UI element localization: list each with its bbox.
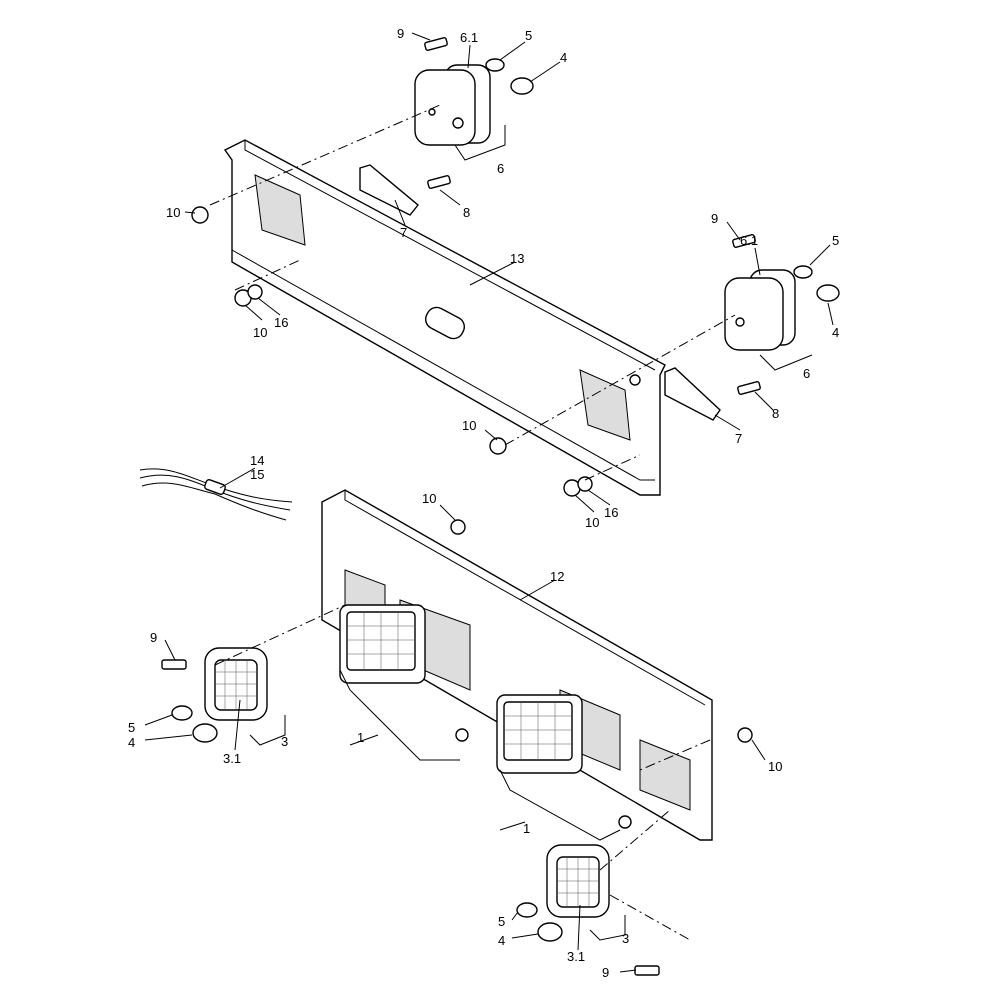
callout-12: 12 <box>550 569 564 584</box>
callout-5: 5 <box>525 28 532 43</box>
callout-5: 5 <box>498 914 505 929</box>
wiring-harness-14-15 <box>139 468 293 521</box>
callout-8: 8 <box>772 406 779 421</box>
callout-6: 6 <box>497 161 504 176</box>
callout-9: 9 <box>602 965 609 980</box>
callout-9: 9 <box>711 211 718 226</box>
callout-1: 1 <box>523 821 530 836</box>
work-lamp-1-right <box>496 694 583 774</box>
callout-3: 3 <box>281 734 288 749</box>
callout-8: 8 <box>463 205 470 220</box>
leader-lines <box>144 32 834 973</box>
callout-6: 6 <box>803 366 810 381</box>
work-lamp-1-left <box>339 604 426 684</box>
callout-9: 9 <box>397 26 404 41</box>
rear-lamp-3-lower-left <box>161 647 268 743</box>
callout-labels: 9 6.1 5 4 6 8 7 10 10 16 13 9 6.1 5 4 6 … <box>128 26 839 980</box>
callout-5: 5 <box>128 720 135 735</box>
callout-10: 10 <box>768 759 782 774</box>
callout-16: 16 <box>274 315 288 330</box>
callout-1: 1 <box>357 730 364 745</box>
callout-3-1: 3.1 <box>223 751 241 766</box>
callout-10: 10 <box>166 205 180 220</box>
callout-9: 9 <box>150 630 157 645</box>
gasket-7-right <box>664 367 721 421</box>
callout-16: 16 <box>604 505 618 520</box>
callout-3-1: 3.1 <box>567 949 585 964</box>
callout-10: 10 <box>422 491 436 506</box>
screw-8-right <box>737 381 761 395</box>
callout-4: 4 <box>128 735 135 750</box>
callout-10: 10 <box>253 325 267 340</box>
callout-7: 7 <box>400 225 407 240</box>
callout-4: 4 <box>560 50 567 65</box>
gasket-7-upper <box>359 164 419 216</box>
nut-10 <box>489 437 507 455</box>
callout-6-1: 6.1 <box>740 233 758 248</box>
callout-7: 7 <box>735 431 742 446</box>
callout-5: 5 <box>832 233 839 248</box>
screw-8-upper <box>427 175 451 189</box>
callout-15: 15 <box>250 467 264 482</box>
rear-lamp-6-upper-left <box>414 37 534 146</box>
upper-bracket-13 <box>223 139 666 496</box>
callout-14: 14 <box>250 453 264 468</box>
callout-4: 4 <box>832 325 839 340</box>
callout-10: 10 <box>462 418 476 433</box>
rear-lamp-3-lower-right <box>516 844 660 976</box>
rear-lamp-6-right <box>724 234 840 351</box>
washer-16 <box>247 284 263 300</box>
washer-16 <box>577 476 593 492</box>
assembly-lines <box>209 104 736 941</box>
callout-4: 4 <box>498 933 505 948</box>
callout-13: 13 <box>510 251 524 266</box>
nut-10 <box>191 206 209 224</box>
callout-6-1: 6.1 <box>460 30 478 45</box>
callout-10: 10 <box>585 515 599 530</box>
callout-3: 3 <box>622 931 629 946</box>
